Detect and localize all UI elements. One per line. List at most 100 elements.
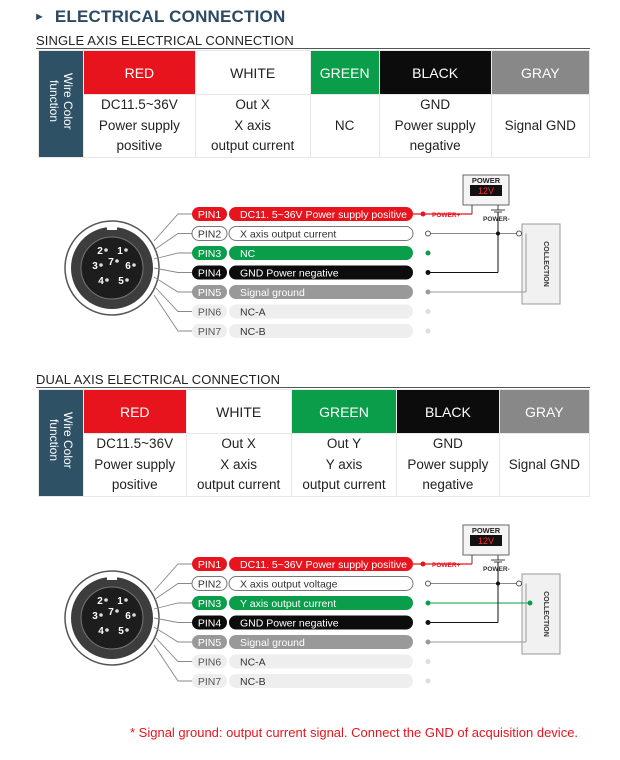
pin-tag-label: PIN6: [198, 657, 222, 669]
wire-color-black: BLACK: [378, 50, 492, 95]
pin-wire-label: X axis output voltage: [240, 579, 338, 591]
pin-tag-label: PIN4: [198, 618, 222, 630]
pin-tag: [192, 207, 227, 221]
heading-text: ELECTRICAL CONNECTION: [54, 7, 286, 26]
function-line: Power supply: [98, 117, 180, 133]
connector-pin-number: 5: [118, 276, 124, 287]
pin3-terminal: [425, 250, 431, 256]
pin-tag-label: PIN6: [198, 307, 222, 319]
pin-tag: [191, 226, 228, 241]
power-minus-label: POWER-: [483, 566, 510, 573]
pin-wire-label: NC: [240, 248, 256, 260]
pin-wire-bar: [229, 304, 413, 319]
connector-pin-dot: [105, 278, 109, 282]
pin-lead-line: [153, 252, 192, 260]
pin-wire-label: GND Power negative: [240, 268, 339, 280]
function-line: negative: [422, 477, 474, 492]
dual-axis-divider: [36, 387, 590, 388]
pin1-terminal: [420, 211, 426, 217]
single-axis-title: SINGLE AXIS ELECTRICAL CONNECTION: [36, 33, 294, 48]
function-line: output current: [197, 477, 281, 492]
pin2-terminal: [425, 580, 431, 587]
pin-nc-terminal: [425, 659, 431, 664]
pin-wire-bar: [229, 596, 413, 610]
power-minus-label: POWER-: [483, 216, 510, 223]
function-line: X axis: [220, 456, 258, 472]
wire-color-red: RED: [83, 389, 187, 434]
connector-pin-dot: [132, 263, 136, 267]
pin-lead-line: [153, 644, 192, 682]
pin-tag-label: PIN5: [198, 287, 222, 299]
power-box-title: POWER: [472, 176, 501, 185]
connector-pin-number: 1: [117, 596, 123, 607]
pin-nc-terminal: [425, 678, 431, 684]
wire-color-white: WHITE: [185, 389, 292, 434]
pin3-collection-terminal: [527, 600, 533, 606]
function-line: Signal GND: [504, 117, 576, 133]
connector-pin-dot: [125, 628, 129, 632]
pin-lead-line: [153, 233, 192, 251]
function-line: Power supply: [394, 117, 476, 133]
wire-color-gray: GRAY: [490, 50, 591, 95]
wire-color-white: WHITE: [194, 50, 311, 95]
section-heading: ► ELECTRICAL CONNECTION: [34, 6, 285, 28]
pin-wire-bar: [229, 615, 413, 630]
connector-pin-dot: [115, 259, 119, 263]
signal-ground-note: * Signal ground: output current signal. …: [130, 725, 579, 740]
connector-pin-number: 5: [118, 626, 124, 637]
function-line: X axis: [234, 117, 272, 133]
connector-pin-number: 4: [98, 276, 104, 287]
function-line: Signal GND: [508, 456, 580, 472]
pin-tag-label: PIN1: [198, 559, 222, 571]
connector-key-notch: [107, 574, 117, 580]
pin2-collection-terminal: [516, 230, 522, 237]
pin-tag: [192, 557, 227, 571]
function-line: negative: [409, 138, 461, 153]
triangle-bullet-icon: ►: [34, 11, 45, 23]
ground-junction: [496, 231, 500, 236]
pin-wire-bar: [229, 207, 413, 221]
pin-wire-label: NC-A: [240, 657, 266, 669]
wire-color-black: BLACK: [396, 389, 500, 434]
pin-tag-label: PIN7: [198, 326, 222, 338]
connector-pin-dot: [99, 613, 103, 617]
function-line: DC11.5~36V: [101, 97, 178, 112]
connector-pin-number: 4: [98, 626, 104, 637]
pin-tag-label: PIN1: [198, 209, 222, 221]
pin-tag-label: PIN5: [198, 637, 222, 649]
pin-tag: [192, 635, 227, 649]
pin-tag-label: PIN3: [198, 248, 222, 260]
connector-pin-dot: [125, 278, 129, 282]
row-header: Wire Color function: [38, 50, 84, 158]
wire-color-red: RED: [83, 50, 196, 95]
pin-lead-line: [153, 563, 192, 592]
pin-lead-line: [153, 626, 192, 643]
pin-tag: [192, 246, 227, 260]
pin-tag: [192, 324, 227, 338]
single-axis-divider: [36, 48, 590, 49]
wire-color-gray: GRAY: [498, 389, 591, 434]
pin-tag-label: PIN3: [198, 598, 222, 610]
pin-wire-bar: [229, 654, 413, 669]
ground-junction: [496, 581, 500, 586]
pin-wire-label: X axis output current: [240, 229, 336, 241]
connector-face: [80, 236, 144, 300]
pin-tag: [192, 615, 227, 630]
collection-label: COLLECTION: [542, 241, 549, 287]
pin-lead-line: [153, 602, 192, 610]
pin-wire-label: NC-A: [240, 307, 266, 319]
power-plus-label: POWER+: [432, 212, 461, 219]
wire-color-green: GREEN: [290, 389, 398, 434]
pin-wire-label: Y axis output current: [240, 598, 336, 610]
pin-tag-label: PIN7: [198, 676, 222, 688]
pin-wire-label: Signal ground: [240, 287, 305, 299]
connector-pin-dot: [132, 613, 136, 617]
power-display: [470, 535, 502, 546]
connector-pin-number: 6: [125, 611, 131, 622]
pin-wire-label: GND Power negative: [240, 618, 339, 630]
